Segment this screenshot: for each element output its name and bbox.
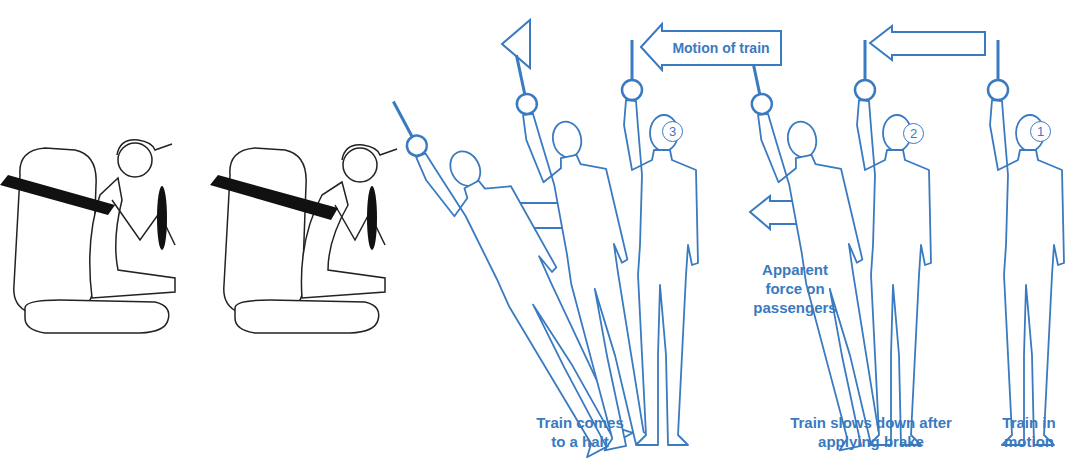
motion-arrow — [870, 26, 985, 60]
motion-arrowhead — [502, 20, 530, 68]
stage-caption: Train in motion — [990, 413, 1068, 451]
seat-back — [14, 148, 96, 312]
driver-cap — [342, 145, 397, 160]
driver-upright — [0, 140, 175, 333]
seat-belt — [210, 175, 338, 220]
arrow-label: Motion of train — [662, 32, 780, 64]
stage-caption: Train slows down after applying brake — [790, 413, 952, 451]
passenger-standing — [855, 40, 931, 445]
force-label: Apparent force on passengers — [745, 260, 845, 317]
driver-arm — [112, 200, 160, 240]
arrow-shape — [641, 24, 781, 70]
steering-wheel — [367, 186, 377, 250]
driver-cap — [117, 140, 172, 155]
passenger-standing — [622, 40, 698, 445]
driver-body — [90, 178, 175, 298]
seat-belt — [0, 175, 115, 215]
driver-head — [118, 143, 152, 177]
seat-cushion — [25, 300, 169, 333]
arrow-box: Motion of train — [640, 22, 782, 72]
callout-number: 1 — [1030, 121, 1051, 142]
driver-thrown-forward — [210, 145, 397, 333]
driver-body — [301, 182, 385, 298]
callout-number: 2 — [903, 123, 924, 144]
driver-arm — [335, 205, 370, 240]
stage-caption: Train comes to a halt — [528, 413, 632, 451]
passenger-standing — [988, 40, 1064, 445]
driver-head — [343, 148, 377, 182]
steering-wheel — [157, 186, 167, 250]
seat-cushion — [235, 300, 379, 333]
callout-number: 3 — [662, 121, 683, 142]
seat-back — [224, 148, 306, 312]
